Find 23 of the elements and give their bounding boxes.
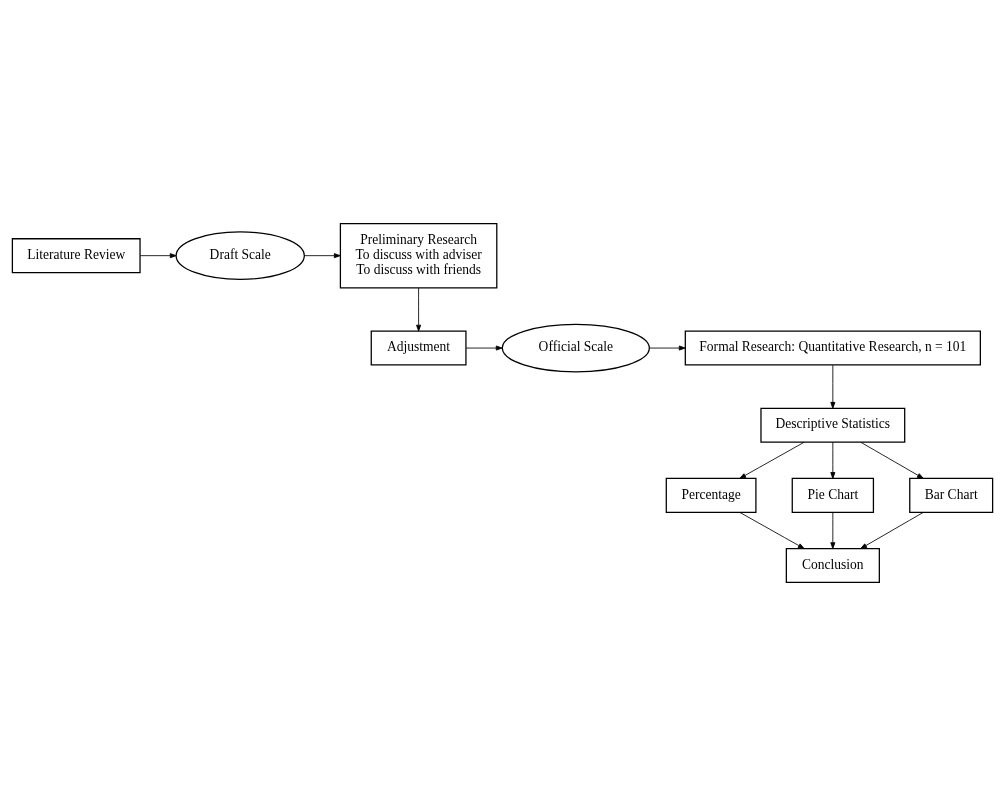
node-box: Pie Chart: [791, 477, 874, 513]
node-ellipse: Official Scale: [501, 323, 650, 372]
arrow: [139, 252, 177, 258]
node-box: Conclusion: [785, 547, 880, 583]
arrow: [303, 252, 341, 258]
arrow: [859, 441, 924, 479]
arrow: [648, 345, 686, 351]
node-ellipse: Draft Scale: [175, 230, 305, 280]
node-box: Descriptive Statistics: [759, 407, 905, 443]
arrow: [415, 287, 421, 331]
node-box: Percentage: [665, 477, 757, 513]
arrow: [829, 511, 835, 549]
node-box: Literature Review: [11, 237, 141, 273]
arrow: [465, 345, 503, 351]
arrow: [829, 364, 835, 409]
arrow: [738, 441, 804, 479]
arrow: [829, 441, 835, 479]
arrow: [859, 511, 924, 549]
node-box: Bar Chart: [908, 477, 993, 513]
node-box: Preliminary Research To discuss with adviser To discuss with friends: [339, 222, 497, 288]
node-box: Formal Research: Quantitative Research, n = 101: [684, 330, 981, 366]
arrow: [739, 511, 805, 549]
node-box: Adjustment: [370, 330, 467, 366]
